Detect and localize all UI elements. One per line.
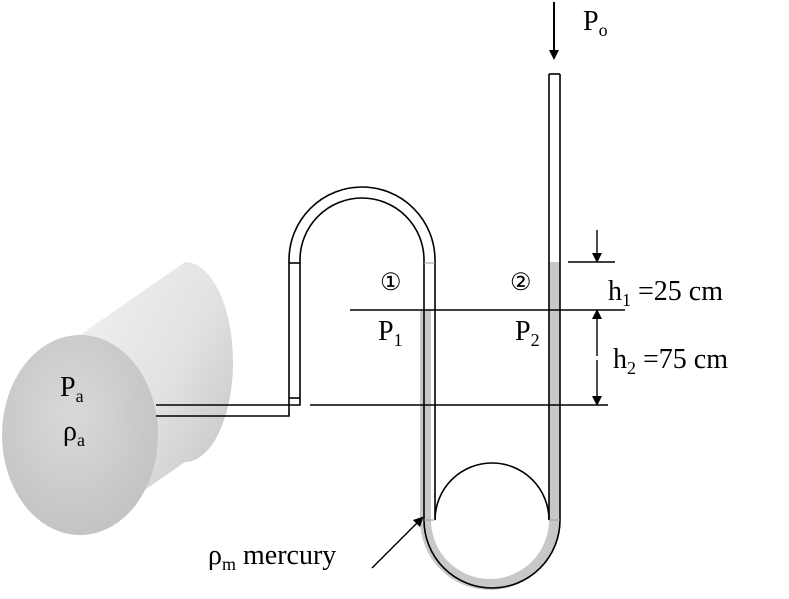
tank-end-cap	[2, 335, 158, 535]
air-tank	[2, 262, 233, 535]
reference-lines	[310, 261, 625, 406]
h1-label: h1 =25 cm	[608, 276, 723, 310]
p1-label: P1	[378, 316, 403, 350]
h2-label: h2 =75 cm	[613, 344, 728, 378]
mercury-column	[420, 262, 560, 590]
tank-pressure-label: Pa	[60, 372, 84, 406]
u-tube-outline	[423, 73, 561, 589]
outside-pressure-label: Po	[583, 6, 608, 40]
mercury-right-leg	[549, 262, 560, 520]
mercury-pointer-arrow	[371, 516, 424, 569]
mercury-label: ρm mercury	[208, 540, 336, 574]
p2-label: P2	[515, 316, 540, 350]
mercury-bend	[420, 520, 560, 590]
dimension-arrows	[371, 2, 602, 569]
point-2-marker: ②	[510, 270, 532, 296]
labels: Pa ρa Po ① ② P1 P2 h1 =25 cm h2 =75 cm ρ…	[60, 6, 728, 574]
mercury-left-leg	[420, 310, 431, 520]
tank-density-label: ρa	[63, 416, 85, 450]
connection-tube	[156, 186, 436, 417]
point-1-marker: ①	[380, 270, 402, 296]
tube-joints	[420, 262, 560, 521]
